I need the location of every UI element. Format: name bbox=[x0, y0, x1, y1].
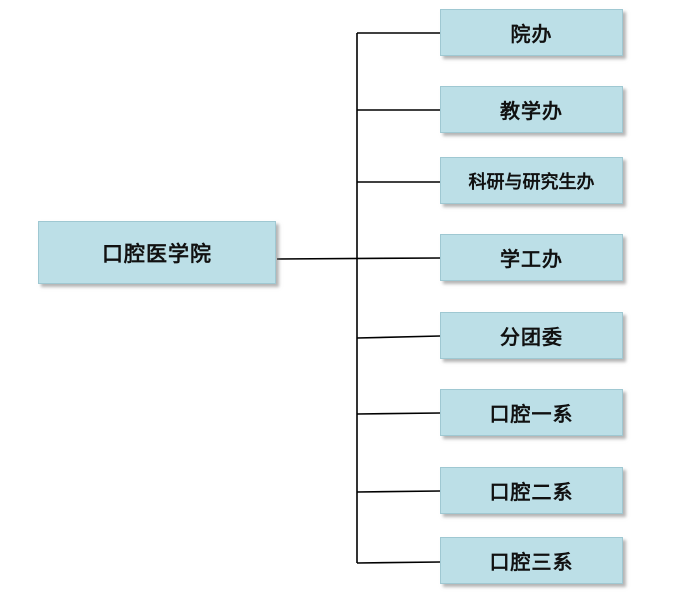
root-connector bbox=[276, 257, 441, 260]
child-label-5: 分团委 bbox=[500, 325, 563, 349]
child-node-5: 分团委 bbox=[440, 312, 623, 359]
child-label-2: 教学办 bbox=[500, 99, 563, 123]
branch-line-5 bbox=[356, 335, 441, 339]
child-node-6: 口腔一系 bbox=[440, 389, 623, 436]
child-node-3: 科研与研究生办 bbox=[440, 157, 623, 204]
branch-line-7 bbox=[356, 490, 441, 493]
child-label-4: 学工办 bbox=[500, 247, 563, 271]
branch-line-6 bbox=[356, 412, 441, 415]
child-label-3: 科研与研究生办 bbox=[468, 171, 595, 193]
child-label-6: 口腔一系 bbox=[489, 402, 574, 426]
child-node-8: 口腔三系 bbox=[440, 537, 623, 584]
child-label-1: 院办 bbox=[510, 22, 553, 46]
branch-line-8 bbox=[356, 561, 441, 564]
child-node-1: 院办 bbox=[440, 9, 623, 56]
child-node-4: 学工办 bbox=[440, 234, 623, 281]
child-node-2: 教学办 bbox=[440, 86, 623, 133]
child-label-7: 口腔二系 bbox=[489, 480, 574, 504]
root-label: 口腔医学院 bbox=[102, 241, 212, 266]
child-node-7: 口腔二系 bbox=[440, 467, 623, 514]
child-label-8: 口腔三系 bbox=[489, 550, 574, 574]
root-node: 口腔医学院 bbox=[38, 221, 276, 284]
